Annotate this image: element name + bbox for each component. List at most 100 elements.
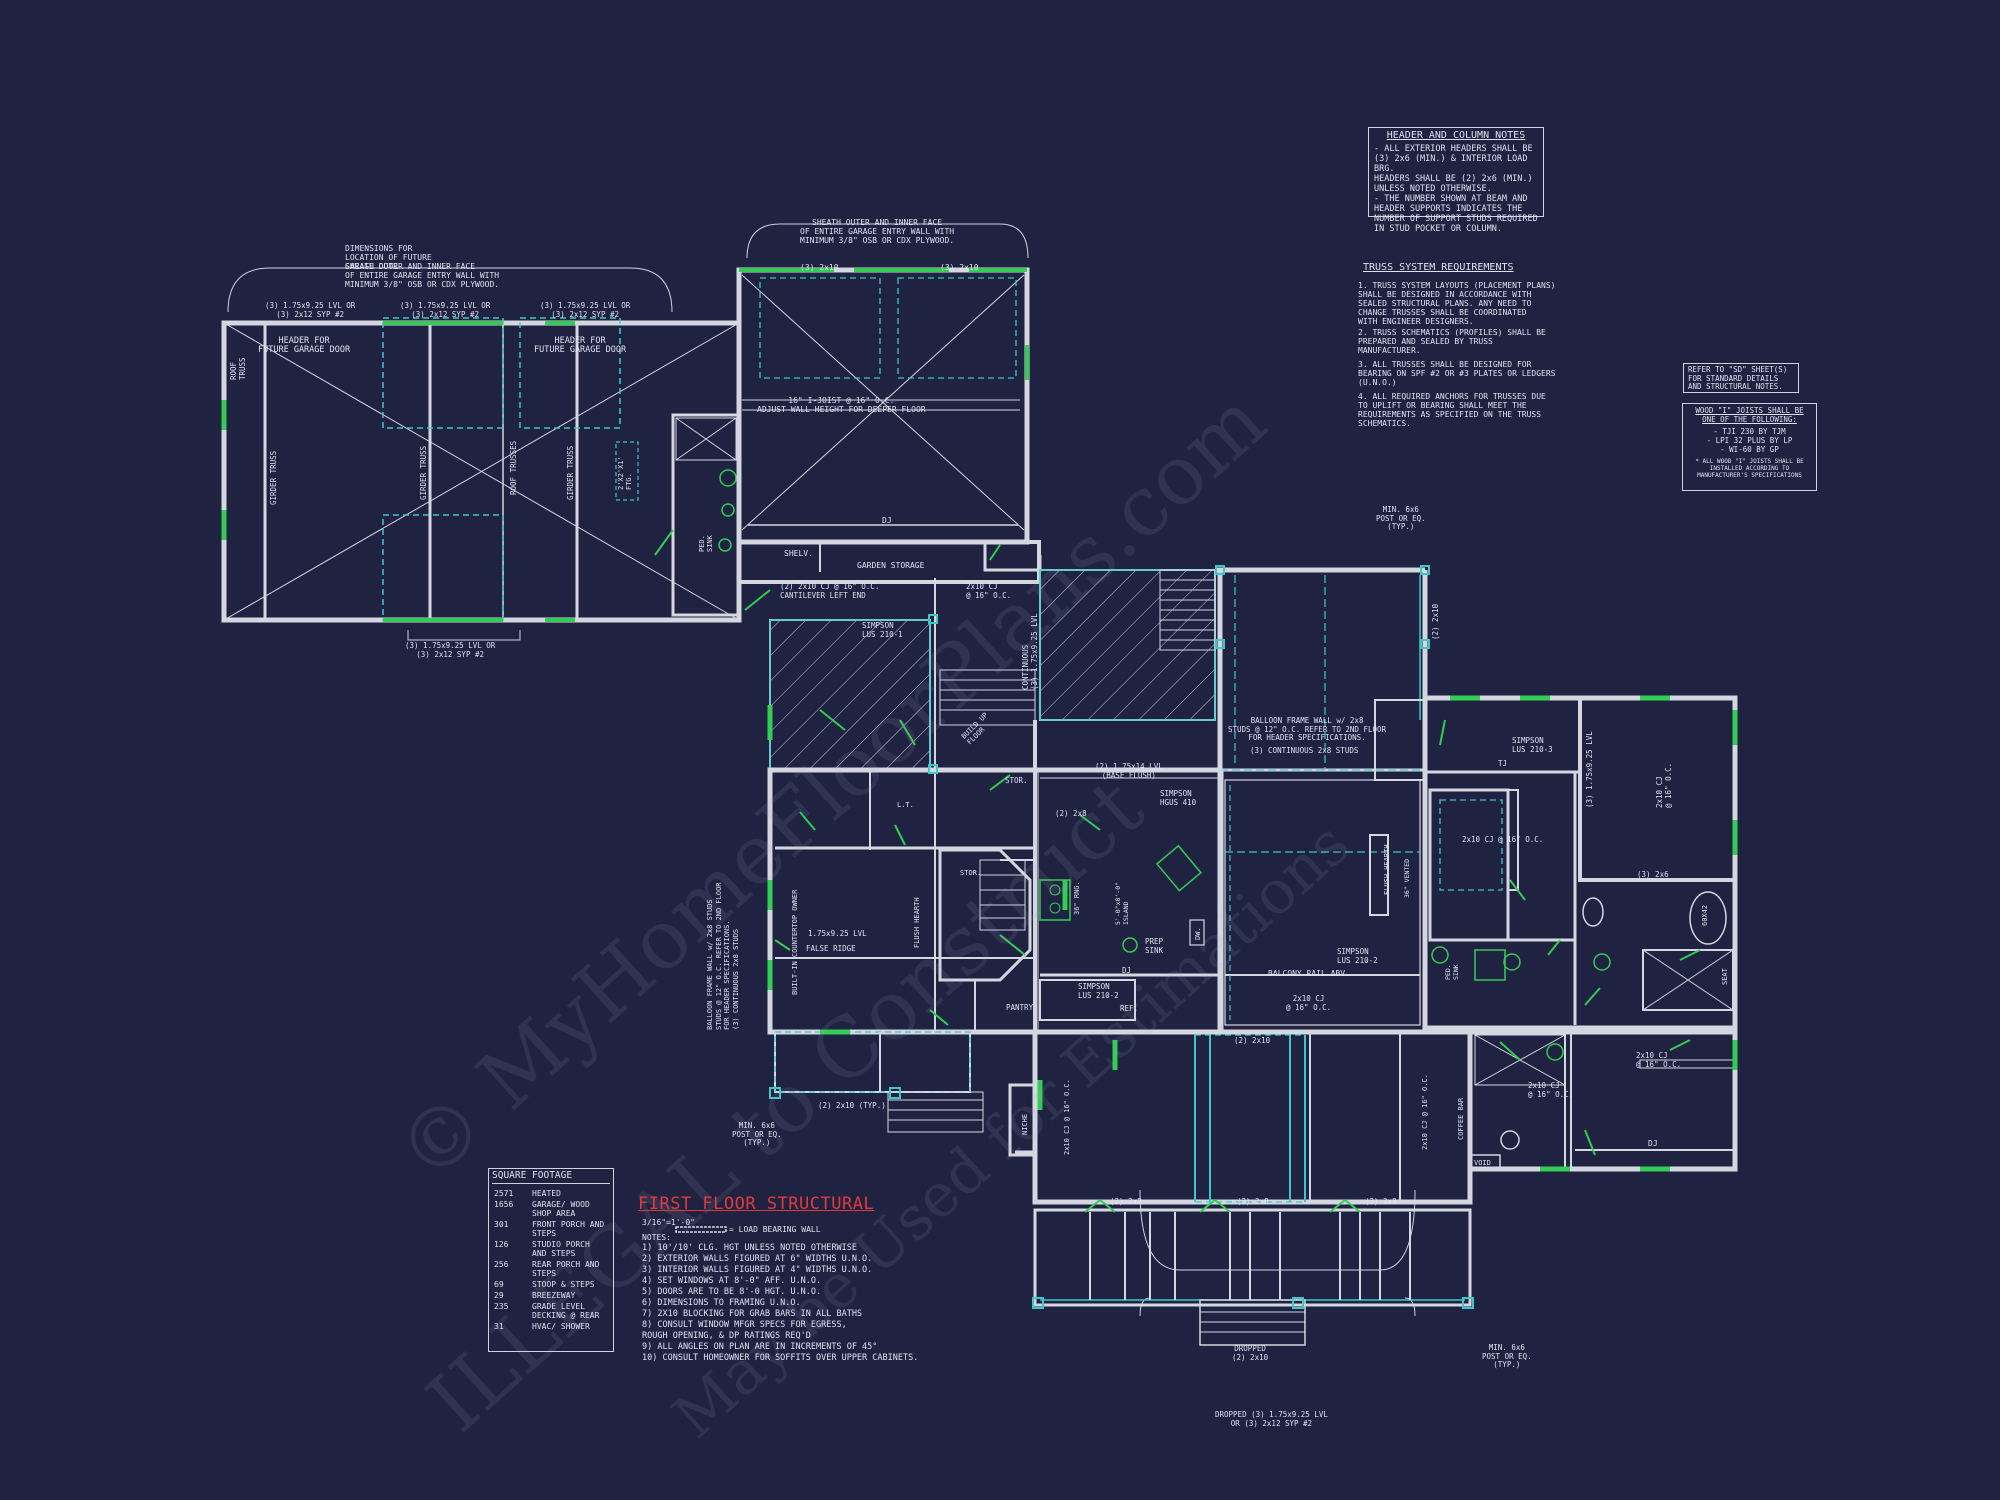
- ijoist-label: 16" I-JOIST @ 16" O.C. ADJUST WALL HEIGH…: [757, 396, 926, 414]
- girder-truss-2: GIRDER TRUSS: [419, 445, 428, 500]
- header-lvl-1: (3) 1.75x9.25 LVL OR (3) 2x12 SYP #2: [265, 301, 356, 319]
- header-lvl-3: (3) 1.75x9.25 LVL OR (3) 2x12 SYP #2: [540, 301, 631, 319]
- header-notes-line: HEADERS SHALL BE (2) 2x6 (MIN.): [1374, 174, 1533, 184]
- cj-2x10-bal-label: 2x10 CJ @ 16" O.C.: [1286, 994, 1332, 1012]
- lvl-false-label: 1.75x9.25 LVL: [808, 929, 867, 938]
- three-2x8-b-label: (3) 2x8: [1237, 1197, 1269, 1206]
- min-post-left-label: MIN. 6x6 POST OR EQ. (TYP.): [732, 1121, 782, 1147]
- dj-kitchen-label: DJ: [1122, 966, 1132, 975]
- tj-label: TJ: [1498, 759, 1508, 768]
- general-notes: 1) 10'/10' CLG. HGT UNLESS NOTED OTHERWI…: [642, 1243, 918, 1364]
- header-notes-line: NUMBER OF SUPPORT STUDS REQUIRED: [1374, 214, 1538, 224]
- simpson-lus2-label: SIMPSON LUS 210-2: [1078, 982, 1119, 1000]
- two-2x10-side-label: (2) 2x10: [1431, 603, 1440, 640]
- wood-joists-box: WOOD "I" JOISTS SHALL BE ONE OF THE FOLL…: [1682, 403, 1817, 491]
- balcony-rail-label: BALCONY RAIL ABV.: [1268, 969, 1350, 978]
- header-column-notes: HEADER AND COLUMN NOTES - ALL EXTERIOR H…: [1368, 127, 1544, 234]
- flush-hearth-2-label: FLUSH HEARTH: [913, 897, 921, 948]
- continuous-studs-label: (3) CONTINUOUS 2x8 STUDS: [1250, 746, 1359, 755]
- niche-label: NICHE: [1021, 1113, 1029, 1135]
- plan-scale: 3/16"=1'-0": [642, 1218, 695, 1227]
- cj-2x10-right-label: 2x10 CJ @ 16" O.C.: [1462, 835, 1544, 844]
- refer-sd-text: REFER TO "SD" SHEET(S) FOR STANDARD DETA…: [1688, 365, 1788, 391]
- sixty-x42-label: 60X42: [1701, 904, 1709, 926]
- header-lvl-2: (3) 1.75x9.25 LVL OR (3) 2x12 SYP #2: [400, 301, 491, 319]
- pantry-label: PANTRY: [1006, 1003, 1034, 1012]
- central-house: [767, 567, 1428, 1133]
- countertop-label: BUILT-IN COUNTERTOP OWNER: [791, 889, 799, 995]
- lt-label: L.T.: [897, 801, 914, 809]
- ftg-label: 2'X2'X1' FTG.: [617, 456, 633, 490]
- notes-title: NOTES:: [642, 1233, 671, 1242]
- list-item: 4) SET WINDOWS AT 8'-0" AFF. U.N.O.: [642, 1276, 822, 1286]
- two-2x10-mid-label: (2) 2x10: [1234, 1036, 1271, 1045]
- cj-front-label: 2x10 CJ @ 16" O.C.: [1063, 1079, 1071, 1155]
- window-marks: [767, 705, 1118, 1110]
- cj-ven-label: 2x10 CJ @ 16" O.C.: [1528, 1081, 1574, 1099]
- prep-sink-label: PREP SINK: [1145, 937, 1164, 955]
- dropped-bottom-label: DROPPED (3) 1.75x9.25 LVL OR (3) 2x12 SY…: [1215, 1410, 1328, 1428]
- header-column-notes-title: HEADER AND COLUMN NOTES: [1386, 130, 1526, 141]
- continuous-lvl-label: CONTINUOUS (3) 1.75x9.25 LVL: [1021, 613, 1039, 690]
- garage-sheath-note: SHEATH OUTER AND INNER FACE OF ENTIRE GA…: [345, 262, 500, 289]
- vented-label: 36" VENTED: [1403, 858, 1411, 898]
- plan-title: FIRST FLOOR STRUCTURAL: [638, 1194, 875, 1214]
- list-item: ROUGH OPENING, & DP RATINGS REQ'D: [642, 1331, 811, 1341]
- ref-label: REF.: [1120, 1004, 1139, 1013]
- hob-label: 36" RNG.: [1073, 881, 1081, 915]
- wood-joists-item: - TJI 230 BY TJM: [1713, 427, 1786, 436]
- simpson-lus3-label: SIMPSON LUS 210-3: [1512, 736, 1553, 754]
- front-section: [1008, 1029, 1474, 1346]
- three-2x8-a-label: (3) 2x8: [1110, 1197, 1142, 1206]
- min-post-top-label: MIN. 6x6 POST OR EQ. (TYP.): [1376, 505, 1426, 531]
- post-marks: [769, 565, 1430, 1099]
- header-notes-line: - THE NUMBER SHOWN AT BEAM AND: [1374, 194, 1528, 204]
- simpson-hgus-label: SIMPSON HGUS 410: [1160, 789, 1197, 807]
- dj-label: DJ: [882, 516, 892, 525]
- girder-truss-3: GIRDER TRUSS: [566, 445, 575, 500]
- three-2x8-c-label: (3) 2x8: [1365, 1197, 1397, 1206]
- cj-2x10-label: 2x10 CJ @ 16" O.C.: [966, 582, 1012, 600]
- balloon-frame-label: BALLOON FRAME WALL w/ 2x8 STUDS @ 12" O.…: [1228, 716, 1387, 742]
- list-item: 1) 10'/10' CLG. HGT UNLESS NOTED OTHERWI…: [642, 1243, 857, 1253]
- simpson-lus1-label: SIMPSON LUS 210-1: [862, 621, 903, 639]
- garage-wing: [221, 317, 742, 623]
- truss-requirements-title: TRUSS SYSTEM REQUIREMENTS: [1363, 262, 1514, 273]
- dj-right-label: DJ: [1648, 1139, 1658, 1148]
- truss-requirement-3: 3. ALL TRUSSES SHALL BE DESIGNED FOR BEA…: [1358, 360, 1556, 387]
- ped-sink-label: PED. SINK: [698, 535, 714, 552]
- dropped-label: DROPPED (2) 2x10: [1232, 1344, 1269, 1362]
- list-item: 8) CONSULT WINDOW MFGR SPECS FOR EGRESS,: [642, 1320, 847, 1330]
- header-garage-door-1: HEADER FOR FUTURE GARAGE DOOR: [258, 336, 351, 355]
- cj-front-right-label: 2x10 CJ @ 16" O.C.: [1421, 1074, 1429, 1150]
- list-item: 7) 2X10 BLOCKING FOR GRAB BARS IN ALL BA…: [642, 1309, 863, 1319]
- list-item: 6) DIMENSIONS TO FRAMING U.N.O.: [642, 1298, 801, 1308]
- load-bearing-legend-label: = LOAD BEARING WALL: [729, 1225, 821, 1234]
- coffee-bar-label: COFFEE BAR: [1457, 1097, 1465, 1140]
- cantilever-label: (2) 2x10 CJ @ 16" O.C. CANTILEVER LEFT E…: [780, 582, 880, 600]
- list-item: 2) EXTERIOR WALLS FIGURED AT 6" WIDTHS U…: [642, 1254, 873, 1264]
- lvl-right-label: (3) 1.75x9.25 LVL: [1585, 731, 1594, 808]
- island-label: 5'-0"x8'-0" ISLAND: [1114, 881, 1130, 925]
- roof-trusses-label: ROOF TRUSSES: [509, 440, 518, 495]
- balloon-left-label: BALLOON FRAME WALL w/ 2x8 STUDS STUDS @ …: [706, 882, 740, 1030]
- shelv-label: SHELV.: [784, 549, 813, 558]
- square-footage-title: SQUARE FOOTAGE: [492, 1171, 610, 1184]
- list-item: 10) CONSULT HOMEOWNER FOR SOFFITS OVER U…: [642, 1353, 919, 1363]
- void-label: VOID: [1474, 1159, 1491, 1167]
- refer-sd-note: REFER TO "SD" SHEET(S) FOR STANDARD DETA…: [1683, 363, 1799, 393]
- list-item: 9) ALL ANGLES ON PLAN ARE IN INCREMENTS …: [642, 1342, 878, 1352]
- wood-joists-item: - WI-60 BY GP: [1720, 445, 1779, 454]
- truss-requirement-1: 1. TRUSS SYSTEM LAYOUTS (PLACEMENT PLANS…: [1358, 281, 1556, 326]
- list-item: 5) DOORS ARE TO BE 8'-0 HGT. U.N.O.: [642, 1287, 822, 1297]
- seat-label: SEAT: [1721, 968, 1729, 985]
- upper-middle-block: [736, 267, 1042, 584]
